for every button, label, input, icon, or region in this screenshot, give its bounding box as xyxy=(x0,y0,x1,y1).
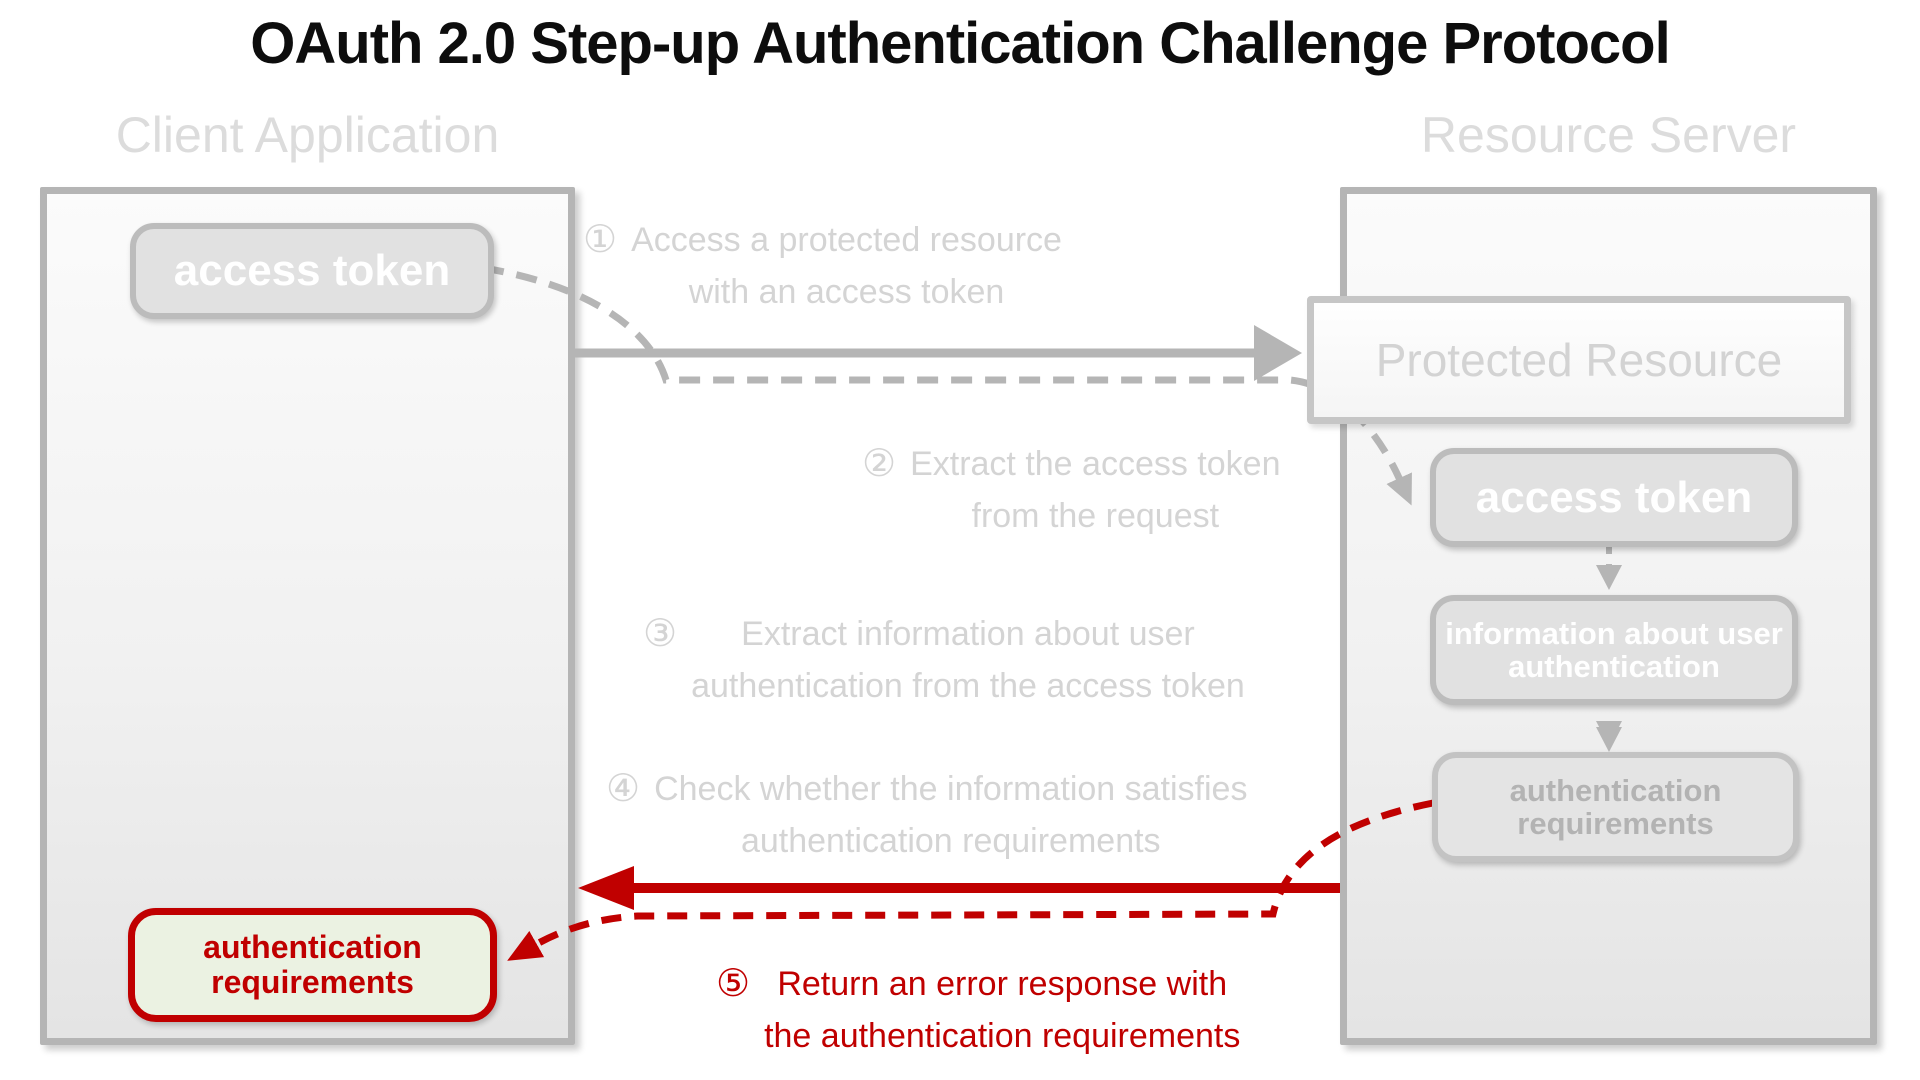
step-1-line1: Access a protected resource xyxy=(631,221,1062,259)
client-access-token-box: access token xyxy=(130,223,494,319)
step-2-annotation: ② Extract the access token from the requ… xyxy=(862,438,1280,542)
step-5-line2: the authentication requirements xyxy=(764,1017,1241,1055)
step-2-line2: from the request xyxy=(971,497,1220,535)
step-3-line1: Extract information about user xyxy=(741,615,1195,653)
step-3-line2: authentication from the access token xyxy=(691,667,1245,705)
protected-resource-box: Protected Resource xyxy=(1307,296,1851,424)
step-5-line1: Return an error response with xyxy=(777,965,1228,1003)
step-2-line1: Extract the access token xyxy=(910,445,1281,483)
step-1-annotation: ① Access a protected resource with an ac… xyxy=(583,214,1062,318)
step-1-number: ① xyxy=(583,219,618,261)
step-2-number: ② xyxy=(862,443,897,485)
server-access-token-box: access token xyxy=(1430,448,1798,547)
resource-server-heading: Resource Server xyxy=(1420,107,1797,163)
step-4-number: ④ xyxy=(606,768,641,810)
step-3-annotation: ③ Extract information about user authent… xyxy=(643,608,1245,712)
user-authentication-info-box: information about user authentication xyxy=(1430,595,1798,705)
diagram-title: OAuth 2.0 Step-up Authentication Challen… xyxy=(250,11,1670,76)
step-1-line2: with an access token xyxy=(688,273,1005,311)
step-4-annotation: ④ Check whether the information satisfie… xyxy=(606,763,1247,867)
step-4-line2: authentication requirements xyxy=(740,822,1161,860)
client-application-heading: Client Application xyxy=(115,107,500,163)
server-authentication-requirements-box: authentication requirements xyxy=(1432,752,1799,862)
step-4-line1: Check whether the information satisfies xyxy=(654,770,1248,808)
client-authentication-requirements-box: authentication requirements xyxy=(128,908,497,1022)
step-3-number: ③ xyxy=(643,613,678,655)
step-5-annotation: ⑤ Return an error response with the auth… xyxy=(716,958,1240,1062)
step-5-number: ⑤ xyxy=(716,963,751,1005)
